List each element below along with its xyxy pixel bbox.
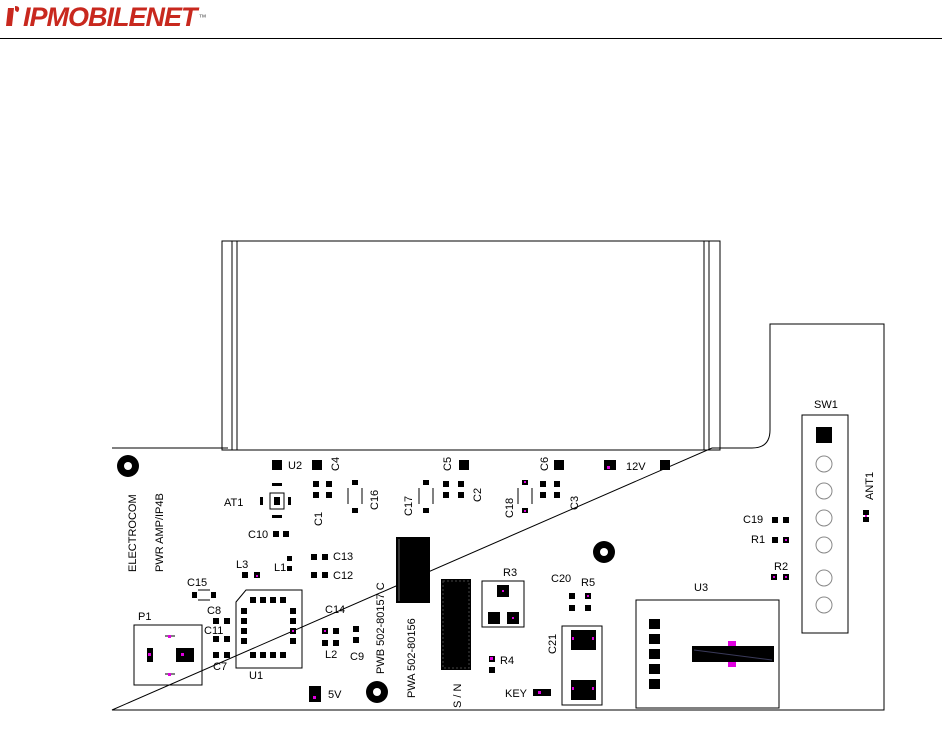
12v-label: 12V [626, 461, 646, 473]
l2-label: L2 [325, 649, 337, 661]
u2-pad [272, 460, 282, 470]
c17-label: C17 [403, 496, 415, 516]
c18-label: C18 [504, 498, 516, 518]
r5-label: R5 [581, 577, 595, 589]
at1-label: AT1 [224, 497, 243, 509]
pwb-label: PWB 502-80157 C [375, 582, 387, 674]
c5-label: C5 [442, 457, 454, 471]
u3-label: U3 [694, 582, 708, 594]
c17-part [419, 480, 433, 513]
c4-label: C4 [330, 457, 342, 471]
c15-part [192, 590, 216, 600]
c2-label: C2 [472, 488, 484, 502]
c21-label: C21 [547, 634, 559, 654]
sn-label: S / N [452, 683, 464, 708]
c6-pad [554, 460, 564, 470]
sn-block [441, 579, 471, 670]
mounting-hole-3 [366, 681, 388, 703]
c8-label: C8 [207, 605, 221, 617]
c12-label: C12 [333, 570, 353, 582]
u3-part [636, 600, 779, 708]
c20-label: C20 [551, 573, 571, 585]
p1-label: P1 [138, 611, 151, 623]
c3-label: C3 [569, 496, 581, 510]
pwb-block [396, 537, 430, 603]
c16-part [348, 480, 362, 513]
key-pad [533, 689, 551, 696]
c19-label: C19 [743, 514, 763, 526]
c18-part [518, 480, 532, 513]
u1-label: U1 [249, 670, 263, 682]
l1-label: L1 [274, 562, 286, 574]
c5-pad [459, 460, 469, 470]
c1-label: C1 [313, 512, 325, 526]
mounting-hole-1 [117, 455, 139, 477]
sw1-switch [802, 415, 848, 633]
r3-part [482, 581, 524, 627]
pwa-label: PWA 502-80156 [406, 618, 418, 698]
l3-label: L3 [236, 559, 248, 571]
electrocom-label: ELECTROCOM [127, 494, 139, 572]
c10-label: C10 [248, 529, 268, 541]
c6-label: C6 [539, 457, 551, 471]
p1-connector [134, 625, 202, 685]
c14-label: C14 [325, 604, 345, 616]
c9-label: C9 [350, 651, 364, 663]
sw1-label: SW1 [814, 399, 838, 411]
c16-label: C16 [369, 490, 381, 510]
c7-label: C7 [213, 661, 227, 673]
c11-label: C11 [204, 625, 223, 637]
mounting-hole-2 [593, 541, 615, 563]
ant1-label: ANT1 [864, 472, 876, 500]
u2-label: U2 [288, 460, 302, 472]
r2-label: R2 [774, 561, 788, 573]
r3-label: R3 [503, 567, 517, 579]
shield-module [222, 241, 720, 450]
12v-pad-2 [660, 460, 670, 470]
5v-label: 5V [328, 689, 342, 701]
pwr-amp-label: PWR AMP/IP4B [154, 493, 166, 572]
c15-label: C15 [187, 577, 207, 589]
u1-chip [236, 590, 302, 668]
c4-pad [312, 460, 322, 470]
c13-label: C13 [333, 551, 353, 563]
key-label: KEY [505, 688, 528, 700]
r4-label: R4 [500, 655, 514, 667]
5v-pad [309, 686, 321, 702]
c21-part [562, 626, 602, 705]
r1-label: R1 [751, 534, 765, 546]
